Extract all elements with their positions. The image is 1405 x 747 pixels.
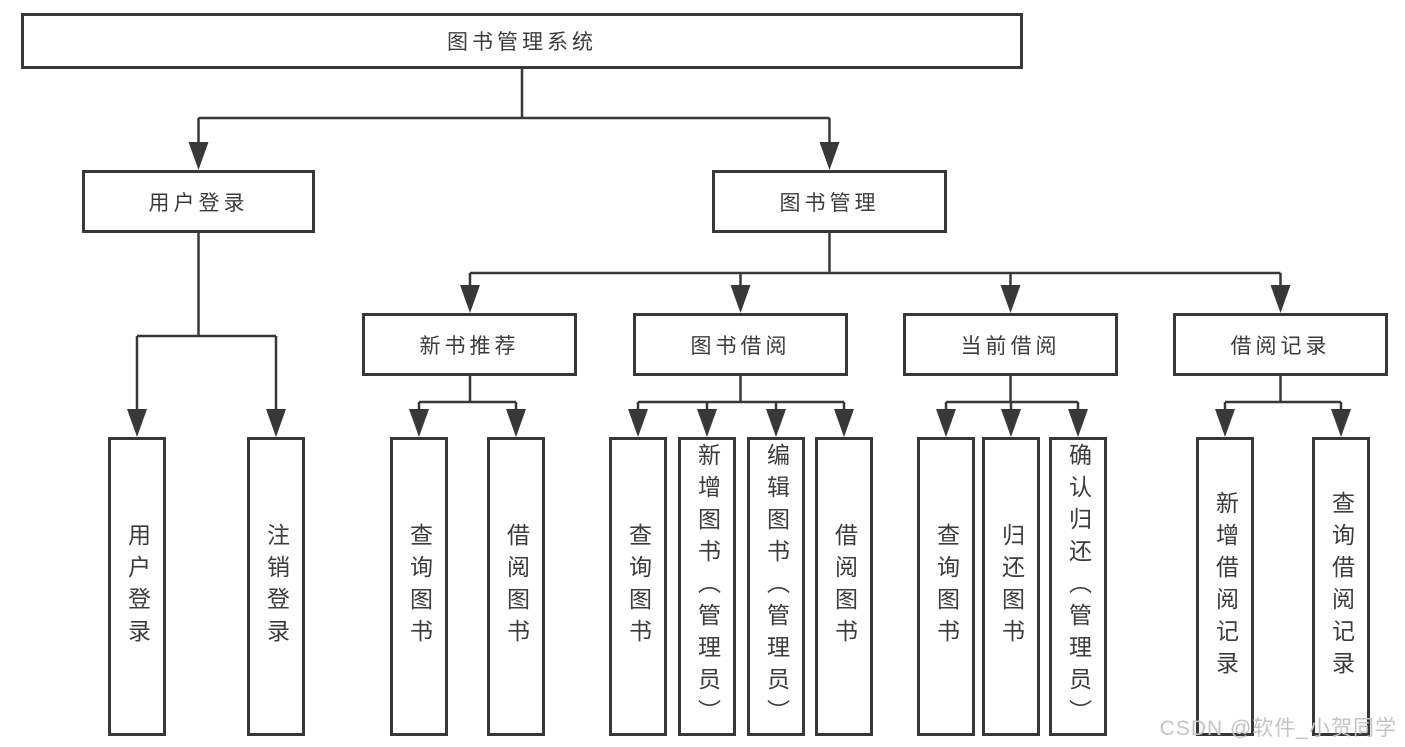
node-borrowing-records: 借阅记录 xyxy=(1173,313,1388,376)
arrow-icon xyxy=(1331,409,1351,437)
node-book-borrowing: 图书借阅 xyxy=(633,313,848,376)
node-label: 查询图书 xyxy=(625,522,652,651)
arrow-icon xyxy=(834,409,854,437)
arrow-icon xyxy=(1001,409,1021,437)
node-label: 新书推荐 xyxy=(419,334,520,358)
node-label: 确认归还（管理员） xyxy=(1065,442,1092,731)
node-user-login: 用户登录 xyxy=(82,170,315,233)
node-label: 注销登录 xyxy=(263,522,290,651)
leaf-logout: 注销登录 xyxy=(247,437,305,736)
node-label: 查询借阅记录 xyxy=(1328,490,1355,683)
arrow-icon xyxy=(766,409,786,437)
csdn-watermark: CSDN @软件_小贺同学 xyxy=(1159,717,1397,740)
arrow-icon xyxy=(460,285,480,313)
node-label: 新增图书（管理员） xyxy=(694,442,721,731)
node-book-management: 图书管理 xyxy=(712,170,947,233)
node-label: 借阅记录 xyxy=(1230,334,1331,358)
arrow-icon xyxy=(730,285,751,313)
arrow-icon xyxy=(1270,285,1291,313)
leaf-edit-books-admin: 编辑图书（管理员） xyxy=(747,437,805,736)
leaf-query-books-borrow: 查询图书 xyxy=(609,437,667,736)
node-label: 查询图书 xyxy=(406,522,433,651)
arrow-icon xyxy=(697,409,717,437)
arrow-icon xyxy=(819,142,840,170)
leaf-borrow-books: 借阅图书 xyxy=(815,437,873,736)
node-label: 当前借阅 xyxy=(960,334,1061,358)
leaf-add-borrow-record: 新增借阅记录 xyxy=(1196,437,1254,736)
node-current-borrowing: 当前借阅 xyxy=(903,313,1118,376)
leaf-return-books: 归还图书 xyxy=(982,437,1040,736)
node-label: 归还图书 xyxy=(998,522,1025,651)
arrow-icon xyxy=(936,409,956,437)
node-label: 编辑图书（管理员） xyxy=(763,442,790,731)
node-label: 借阅图书 xyxy=(831,522,858,651)
node-label: 图书管理 xyxy=(779,191,880,215)
arrow-icon xyxy=(188,142,209,170)
node-label: 图书借阅 xyxy=(690,334,791,358)
arrow-icon xyxy=(266,409,286,437)
node-label: 图书管理系统 xyxy=(447,31,597,54)
arrow-icon xyxy=(1215,409,1235,437)
node-label: 新增借阅记录 xyxy=(1212,490,1239,683)
leaf-add-books-admin: 新增图书（管理员） xyxy=(678,437,736,736)
node-new-book-recommendation: 新书推荐 xyxy=(362,313,577,376)
arrow-icon xyxy=(1068,409,1088,437)
arrow-icon xyxy=(1000,285,1021,313)
leaf-borrow-books-recommend: 借阅图书 xyxy=(487,437,545,736)
arrow-icon xyxy=(628,409,648,437)
leaf-confirm-return-admin: 确认归还（管理员） xyxy=(1049,437,1107,736)
leaf-query-books-current: 查询图书 xyxy=(917,437,975,736)
node-label: 借阅图书 xyxy=(503,522,530,651)
leaf-query-borrow-record: 查询借阅记录 xyxy=(1312,437,1370,736)
node-label: 查询图书 xyxy=(933,522,960,651)
arrow-icon xyxy=(506,409,526,437)
leaf-user-login: 用户登录 xyxy=(108,437,166,736)
node-label: 用户登录 xyxy=(148,191,249,215)
arrow-icon xyxy=(409,409,429,437)
node-label: 用户登录 xyxy=(124,522,151,651)
arrow-icon xyxy=(127,409,147,437)
leaf-query-books-recommend: 查询图书 xyxy=(390,437,448,736)
node-root: 图书管理系统 xyxy=(21,13,1023,69)
